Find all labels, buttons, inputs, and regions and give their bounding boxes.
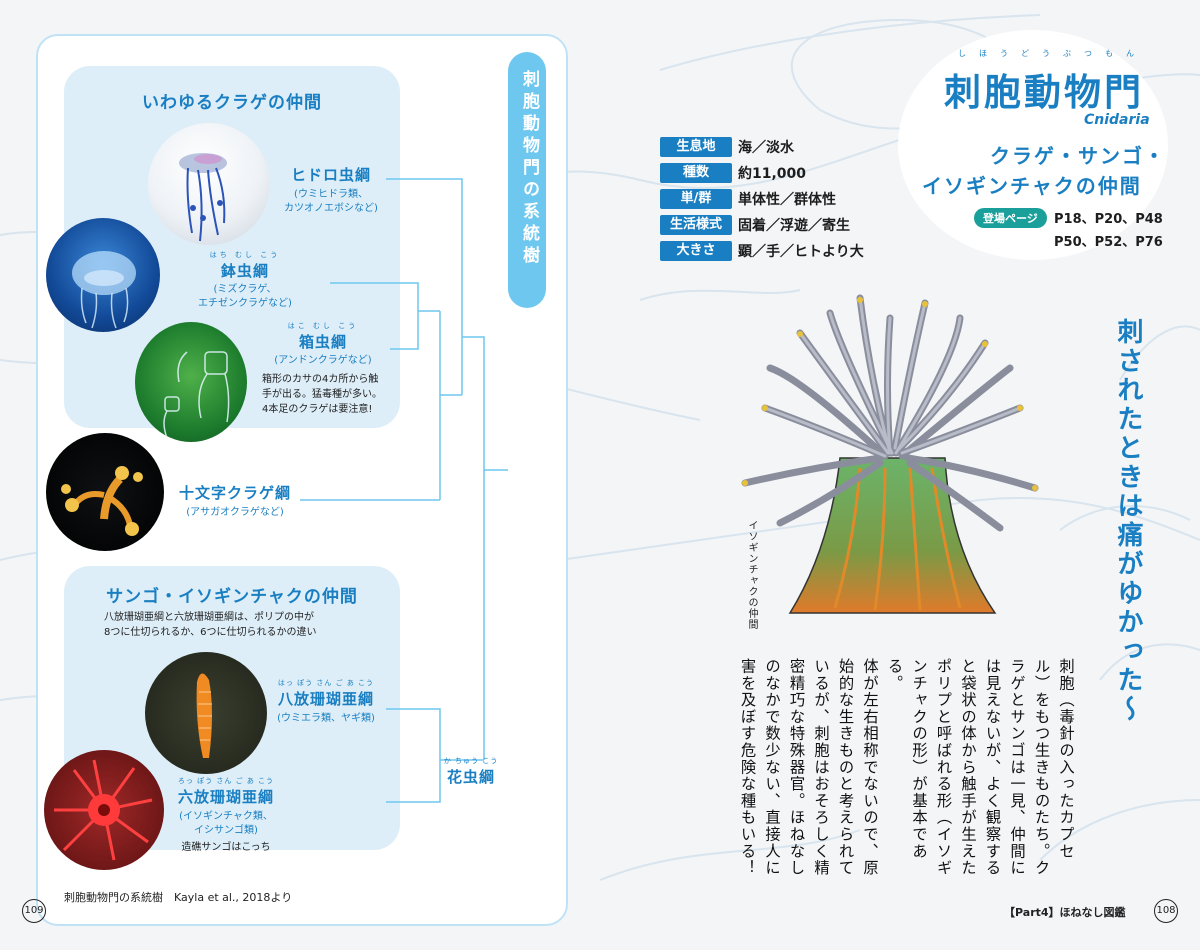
footer-section: 【Part4】ほねなし図鑑 xyxy=(1004,906,1126,919)
octocorallia-name: 八放珊瑚亜綱 xyxy=(277,690,374,708)
info-table: 生息地 海／淡水 種数 約11,000 単/群 単体性／群体性 生活様式 固着／… xyxy=(660,134,864,264)
scyphozoa-node: はち むし こう 鉢虫綱 (ミズクラゲ、 エチゼンクラゲなど) xyxy=(160,250,330,311)
staurozoa-examples: (アサガオクラゲなど) xyxy=(186,507,284,518)
coral-group-description: 八放珊瑚亜綱と六放珊瑚亜綱は、ポリプの中が 8つに仕切られるか、6つに仕切られる… xyxy=(104,612,317,638)
hexacorallia-examples: (イソギンチャク類、 イシサンゴ類) xyxy=(179,811,273,836)
anthozoa-name: 花虫綱 xyxy=(446,768,495,786)
cubozoa-examples: (アンドンクラゲなど) xyxy=(274,355,372,366)
appearance-pages-badge: 登場ページ xyxy=(974,208,1047,228)
scyphozoa-name: 鉢虫綱 xyxy=(220,262,269,280)
hexacorallia-note: 造礁サンゴはこっち xyxy=(181,842,271,853)
page-title: 刺胞動物門 xyxy=(944,71,1144,114)
octocorallia-ruby: はっ ぽう さん ご あ こう xyxy=(277,679,375,687)
info-row-colony: 単/群 単体性／群体性 xyxy=(660,186,864,212)
source-caption: 刺胞動物門の系統樹 Kayla et al., 2018より xyxy=(64,891,293,904)
cubozoa-node: はこ むし こう 箱虫綱 (アンドンクラゲなど) xyxy=(258,321,388,368)
stalked-jellyfish-photo xyxy=(46,433,164,551)
appearance-pages-line-1: P18、P20、P48 xyxy=(1054,212,1163,227)
anthozoa-node: か ちゅう こう 花虫綱 xyxy=(440,756,502,787)
sea-pen-icon xyxy=(196,673,212,758)
page-number-left: 109 xyxy=(22,899,46,923)
sea-anemone-photo xyxy=(44,750,164,870)
catchphrase: 刺されたときは痛がゆかった〜 xyxy=(1113,318,1143,724)
hexacorallia-node: ろっ ぽう さん ご あ こう 六放珊瑚亜綱 (イソギンチャク類、 イシサンゴ類… xyxy=(164,776,288,855)
subtitle-line-2: イソギンチャクの仲間 xyxy=(922,174,1142,198)
staurozoa-name: 十文字クラゲ綱 xyxy=(178,484,291,502)
portuguese-man-o-war-photo xyxy=(148,123,270,245)
hydrozoa-node: ヒドロ虫綱 (ウミヒドラ類、 カツオノエボシなど) xyxy=(276,164,386,216)
coral-group-title: サンゴ・イソギンチャクの仲間 xyxy=(106,587,358,607)
info-row-lifestyle: 生活様式 固着／浮遊／寄生 xyxy=(660,212,864,238)
cubozoa-ruby: はこ むし こう xyxy=(287,322,359,330)
anthozoa-ruby: か ちゅう こう xyxy=(443,757,499,765)
phylogeny-tree-tab-title: 刺胞動物門の系統樹 xyxy=(519,70,539,268)
hydrozoa-name: ヒドロ虫綱 xyxy=(290,166,371,184)
title-ruby: しほうどうぶつもん xyxy=(958,49,1147,58)
appearance-pages-line-2: P50、P52、P76 xyxy=(1054,235,1163,250)
latin-name: Cnidaria xyxy=(1084,112,1150,128)
illustration-caption: イソギンチャクの仲間 xyxy=(746,520,757,630)
body-text: 刺胞（毒針の入ったカプセ ル）をもつ生きものたち。ク ラゲとサンゴは一見、仲間に… xyxy=(738,658,1076,877)
subtitle-line-1: クラゲ・サンゴ・ xyxy=(990,144,1166,168)
man-o-war-icon xyxy=(179,153,227,242)
scyphozoa-ruby: はち むし こう xyxy=(209,251,281,259)
box-jellyfish-icon xyxy=(163,351,230,439)
info-row-size: 大きさ 顕／手／ヒトより大 xyxy=(660,238,864,264)
moon-jellyfish-photo xyxy=(46,218,160,332)
jellyfish-group-title: いわゆるクラゲの仲間 xyxy=(142,93,322,113)
stalked-jellyfish-icon xyxy=(61,466,143,536)
hexacorallia-ruby: ろっ ぽう さん ご あ こう xyxy=(177,777,275,785)
box-jellyfish-photo xyxy=(135,322,247,442)
red-anemone-icon xyxy=(54,759,153,861)
hexacorallia-name: 六放珊瑚亜綱 xyxy=(177,788,274,806)
moon-jellyfish-icon xyxy=(72,251,136,329)
cubozoa-name: 箱虫綱 xyxy=(298,333,347,351)
page-number-right: 108 xyxy=(1154,899,1178,923)
cubozoa-note: 箱形のカサの4カ所から触 手が出る。猛毒種が多い。 4本足のクラゲは要注意! xyxy=(262,374,382,415)
sea-pen-photo xyxy=(145,652,267,774)
hydrozoa-examples: (ウミヒドラ類、 カツオノエボシなど) xyxy=(284,189,378,214)
sea-anemone-illustration xyxy=(741,294,1039,614)
info-row-habitat: 生息地 海／淡水 xyxy=(660,134,864,160)
scyphozoa-examples: (ミズクラゲ、 エチゼンクラゲなど) xyxy=(198,284,292,309)
octocorallia-node: はっ ぽう さん ご あ こう 八放珊瑚亜綱 (ウミエラ類、ヤギ類) xyxy=(264,678,388,726)
info-row-species: 種数 約11,000 xyxy=(660,160,864,186)
octocorallia-examples: (ウミエラ類、ヤギ類) xyxy=(277,713,375,724)
staurozoa-node: 十文字クラゲ綱 (アサガオクラゲなど) xyxy=(170,482,300,520)
phylogeny-tree-tab: 刺胞動物門の系統樹 xyxy=(508,52,546,308)
